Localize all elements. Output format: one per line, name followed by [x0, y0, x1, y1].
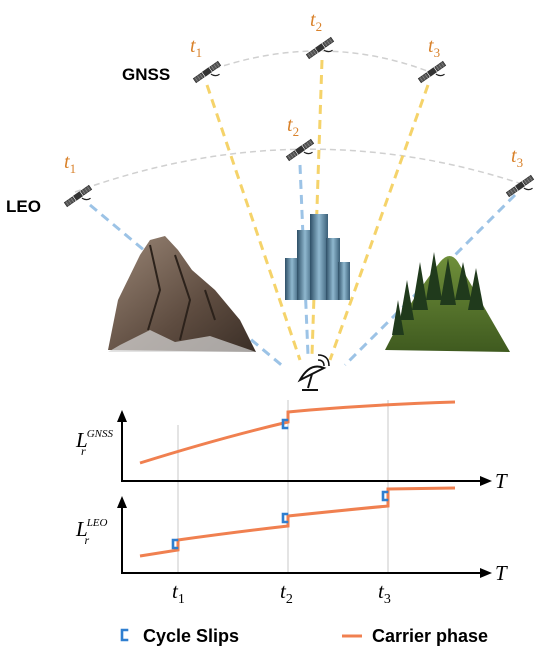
gnss-signals [205, 59, 430, 361]
cycle-slip-icon [281, 418, 289, 430]
leo-epoch-t1: t1 [64, 151, 76, 176]
rocky-mountain-icon [108, 236, 256, 352]
axis-epoch-t3: t3 [378, 579, 391, 607]
gnss-epoch-t1: t1 [190, 35, 202, 60]
top-axes [117, 410, 492, 486]
leo-epoch-t3: t3 [511, 145, 523, 170]
skyscraper-icon [285, 214, 350, 300]
leo-epoch-t2: t2 [287, 114, 299, 139]
legend-carrier-phase-label: Carrier phase [372, 626, 488, 646]
gnss-label: GNSS [122, 65, 170, 84]
gnss-orbit [204, 50, 431, 73]
bottom-xaxis-label: T [495, 561, 508, 585]
gnss-epoch-t2: t2 [310, 9, 322, 34]
satellite-icon [285, 138, 319, 167]
top-xaxis-label: T [495, 469, 508, 493]
cycle-slip-icon [381, 490, 389, 502]
satellite-icon [417, 60, 451, 89]
satellite-icon [192, 60, 226, 89]
satellite-icon [305, 36, 339, 65]
cycle-slip-icon [281, 512, 289, 524]
satellite-icon [63, 184, 97, 213]
bottom-axes [117, 496, 492, 578]
gnss-carrier-phase-curve [139, 400, 456, 465]
axis-epoch-t1: t1 [172, 579, 185, 607]
cycle-slip-icon [171, 538, 179, 550]
legend-cycle-slips-label: Cycle Slips [143, 626, 239, 646]
leo-label: LEO [6, 197, 41, 216]
leo-carrier-phase-curve [139, 486, 456, 558]
axis-epoch-t2: t2 [280, 579, 293, 607]
gnss-epoch-t3: t3 [428, 35, 440, 60]
forest-hill-icon [385, 252, 510, 352]
legend-cycle-slip-icon [120, 628, 129, 642]
receiver-antenna-icon [297, 354, 330, 391]
